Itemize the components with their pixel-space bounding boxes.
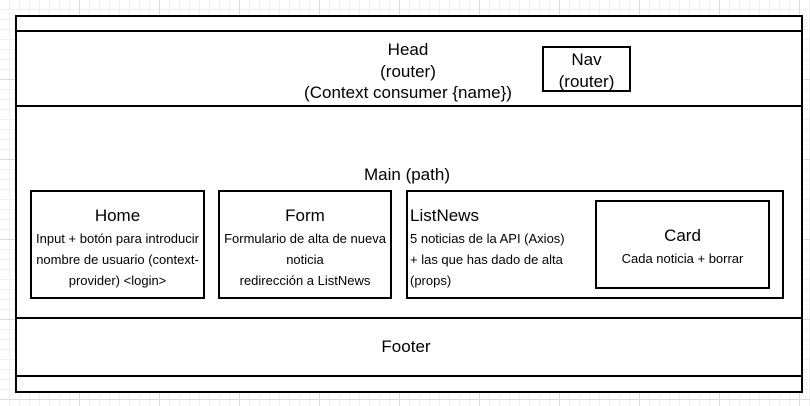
head-context-label: (Context consumer {name}) — [304, 83, 512, 102]
card-title: Card — [664, 226, 701, 245]
home-desc-line-3: provider) <login> — [68, 273, 167, 288]
home-desc-line-1: Input + botón para introducir — [36, 231, 199, 246]
form-box — [218, 190, 392, 299]
form-title: Form — [285, 206, 325, 225]
head-top-divider — [15, 30, 803, 32]
form-desc-line-2: noticia — [286, 252, 324, 267]
head-title: Head — [387, 40, 429, 59]
nav-router-label: (router) — [558, 72, 615, 91]
nav-title: Nav — [571, 50, 602, 69]
listnews-desc-line-1: 5 noticias de la API (Axios) — [410, 231, 565, 246]
footer-bottom-divider — [15, 375, 803, 377]
main-bottom-divider — [15, 317, 803, 319]
form-desc-line-1: Formulario de alta de nueva — [224, 231, 386, 246]
head-bottom-divider — [15, 105, 803, 107]
listnews-desc-line-2: + las que has dado de alta — [410, 252, 563, 267]
listnews-desc-line-3: (props) — [410, 273, 452, 288]
main-title: Main (path) — [364, 165, 450, 184]
nav-box — [542, 46, 631, 92]
home-title: Home — [94, 206, 141, 225]
listnews-title: ListNews — [410, 206, 479, 225]
home-box — [30, 190, 205, 299]
head-router-label: (router) — [380, 62, 436, 81]
home-desc-line-2: nombre de usuario (context- — [36, 252, 199, 267]
card-box — [595, 200, 770, 289]
form-desc-line-3: redirección a ListNews — [239, 273, 371, 288]
footer-title: Footer — [381, 337, 431, 356]
card-desc: Cada noticia + borrar — [621, 251, 744, 266]
